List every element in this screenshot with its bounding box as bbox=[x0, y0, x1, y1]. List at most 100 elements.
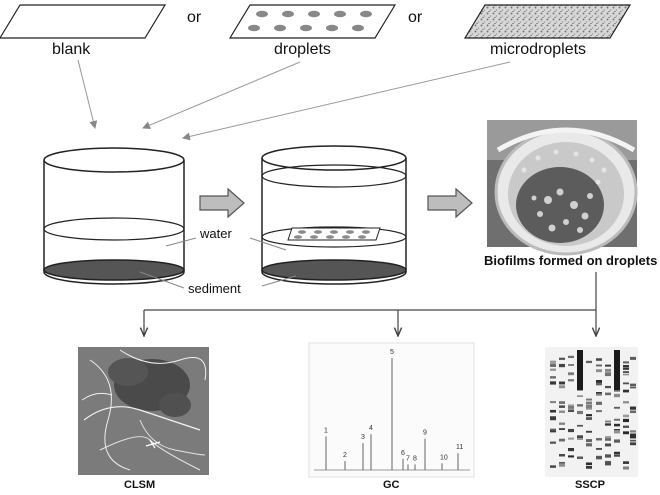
sscp-band bbox=[596, 393, 602, 396]
sscp-band bbox=[605, 372, 611, 377]
sscp-band bbox=[614, 454, 620, 457]
gc-peak-label-9: 9 bbox=[423, 430, 427, 437]
sscp-band bbox=[568, 448, 574, 452]
sscp-band bbox=[596, 456, 602, 460]
gc-peak-label-7: 7 bbox=[406, 455, 410, 462]
blank-label: blank bbox=[52, 41, 91, 58]
sscp-band bbox=[623, 382, 629, 385]
sscp-band bbox=[586, 430, 592, 433]
sscp-band bbox=[623, 365, 629, 368]
sscp-band bbox=[550, 416, 556, 419]
sscp-band bbox=[559, 438, 565, 442]
arrow-droplets-to-beaker bbox=[142, 61, 301, 129]
sscp-band bbox=[614, 423, 620, 427]
sscp-band bbox=[623, 461, 629, 464]
sscp-band bbox=[630, 436, 636, 439]
sscp-band bbox=[550, 409, 556, 413]
droplets-slide bbox=[228, 4, 397, 39]
sscp-band bbox=[630, 410, 636, 414]
gc-peak-label-2: 2 bbox=[343, 452, 347, 459]
gc-peak-label-11: 11 bbox=[456, 444, 463, 451]
sscp-band bbox=[559, 428, 565, 430]
sscp-band bbox=[568, 404, 574, 407]
sscp-band bbox=[550, 430, 556, 433]
sscp-band bbox=[596, 364, 602, 367]
sscp-label: SSCP bbox=[575, 479, 605, 491]
sscp-band bbox=[559, 410, 565, 413]
sscp-band bbox=[623, 389, 629, 393]
sscp-band bbox=[630, 386, 636, 389]
gc-peak-label-5: 5 bbox=[390, 349, 394, 356]
sscp-band bbox=[605, 368, 611, 372]
or-label-2: or bbox=[408, 9, 423, 26]
sscp-band bbox=[623, 401, 629, 404]
arrow-blank-to-beaker bbox=[77, 59, 98, 129]
sscp-band bbox=[568, 355, 574, 359]
gc-peak-label-8: 8 bbox=[413, 455, 417, 462]
sscp-band bbox=[550, 363, 556, 367]
sscp-band bbox=[596, 383, 602, 386]
sscp-band bbox=[586, 443, 592, 447]
sscp-band bbox=[605, 420, 611, 423]
sscp-band bbox=[623, 371, 629, 373]
sscp-band bbox=[577, 395, 583, 397]
gc-peak-label-6: 6 bbox=[401, 450, 405, 457]
sediment-leader-left bbox=[139, 271, 185, 289]
sscp-band bbox=[630, 406, 636, 410]
sscp-band bbox=[596, 392, 602, 394]
sscp-band bbox=[605, 385, 611, 389]
sscp-band bbox=[577, 410, 583, 415]
sscp-band bbox=[586, 360, 592, 364]
sscp-band bbox=[559, 381, 565, 385]
sscp-band bbox=[559, 422, 565, 425]
sscp-band bbox=[596, 369, 602, 373]
sscp-band bbox=[559, 363, 565, 368]
sscp-band bbox=[596, 401, 602, 405]
sscp-band bbox=[630, 442, 636, 446]
gc-peak-label-4: 4 bbox=[369, 425, 373, 432]
sscp-band bbox=[614, 451, 620, 455]
sscp-band bbox=[605, 364, 611, 367]
sscp-band bbox=[586, 398, 592, 401]
sscp-band bbox=[586, 414, 592, 417]
sscp-band bbox=[605, 438, 611, 441]
blank-slide bbox=[0, 4, 167, 39]
sscp-band bbox=[623, 367, 629, 370]
sscp-band bbox=[550, 381, 556, 385]
sscp-band bbox=[623, 373, 629, 376]
sscp-band bbox=[550, 417, 556, 421]
sscp-band bbox=[550, 441, 556, 444]
sscp-band bbox=[559, 463, 565, 467]
sscp-band bbox=[614, 389, 620, 392]
sscp-band bbox=[586, 439, 592, 443]
water-leader-right bbox=[249, 237, 287, 251]
sscp-band bbox=[559, 385, 565, 389]
sscp-band bbox=[568, 364, 574, 366]
sscp-band bbox=[596, 447, 602, 450]
sediment-leader-right bbox=[261, 275, 297, 287]
sediment-label: sediment bbox=[188, 281, 241, 296]
gc-peak-label-10: 10 bbox=[440, 454, 448, 461]
sscp-band bbox=[577, 424, 583, 427]
sscp-band bbox=[605, 460, 611, 464]
sscp-band bbox=[605, 454, 611, 458]
sscp-band bbox=[623, 466, 629, 470]
or-label-1: or bbox=[187, 9, 202, 26]
sscp-band bbox=[630, 383, 636, 387]
sscp-band bbox=[550, 376, 556, 379]
sscp-band bbox=[550, 428, 556, 431]
sscp-gel bbox=[545, 347, 638, 477]
sscp-band bbox=[586, 401, 592, 405]
microdroplets-slide bbox=[463, 4, 632, 39]
sscp-band bbox=[559, 401, 565, 404]
gc-peak-label-3: 3 bbox=[361, 434, 365, 441]
sscp-band bbox=[614, 418, 620, 421]
sscp-band bbox=[568, 455, 574, 458]
sscp-band bbox=[559, 454, 565, 457]
sscp-band bbox=[559, 461, 565, 465]
sscp-band bbox=[586, 462, 592, 465]
water-leader-left bbox=[165, 237, 197, 247]
sscp-band bbox=[596, 381, 602, 385]
water-label: water bbox=[200, 226, 232, 241]
